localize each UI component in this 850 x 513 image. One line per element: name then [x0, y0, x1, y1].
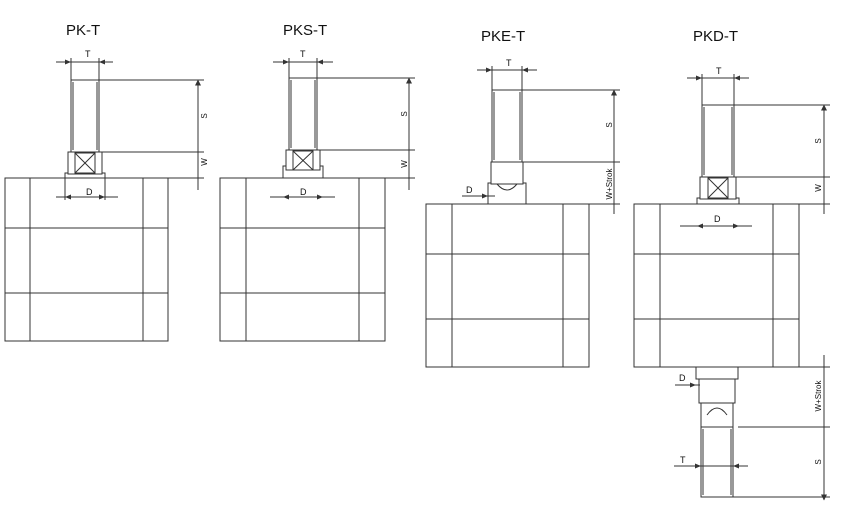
dim-t-lower-pkd-t: T — [680, 455, 686, 465]
title-pkd-t: PKD-T — [693, 28, 738, 45]
rod-top-pkd-t — [696, 104, 740, 205]
rod-pk-t — [64, 79, 106, 179]
dim-s-pkd-t: S — [814, 138, 823, 143]
dim-d-lower-pkd-t: D — [679, 373, 686, 383]
dim-w-strok-pkd-t: W+Strok — [814, 380, 823, 412]
dim-w-pks-t: W — [400, 160, 409, 168]
rod-bottom-pkd-t — [695, 366, 739, 498]
dim-t-pk-t: T — [85, 49, 91, 59]
dim-s-pke-t: S — [605, 122, 614, 127]
rod-pks-t — [282, 77, 324, 179]
dim-t-pkd-t: T — [716, 66, 722, 76]
dim-t-pks-t: T — [300, 49, 306, 59]
cylinder-body-pkd-t — [633, 203, 800, 368]
rod-pke-t — [487, 89, 527, 205]
dim-s-pks-t: S — [400, 111, 409, 116]
dim-w-strok-pke-t: W+Strok — [605, 168, 614, 200]
diagram-pkd-t — [633, 74, 830, 501]
dim-d-pks-t: D — [300, 187, 307, 197]
title-pk-t: PK-T — [66, 22, 101, 39]
cylinder-body-pk-t — [4, 177, 169, 342]
cylinder-body-pke-t — [425, 203, 590, 368]
dim-s-lower-pkd-t: S — [814, 459, 823, 464]
diagram-pk-t — [4, 58, 204, 342]
dim-w-pk-t: W — [200, 158, 209, 166]
dim-t-pke-t: T — [506, 58, 512, 68]
dim-d-pkd-t: D — [714, 214, 721, 224]
title-pks-t: PKS-T — [283, 22, 328, 39]
dimension-lines-pke-t — [462, 66, 620, 214]
dim-d-pk-t: D — [86, 187, 93, 197]
diagram-pks-t — [219, 58, 415, 342]
cylinder-body-pks-t — [219, 177, 386, 342]
arrowheads — [65, 59, 740, 469]
dim-s-pk-t: S — [200, 113, 209, 118]
diagram-pke-t — [425, 66, 620, 368]
dim-d-pke-t: D — [466, 185, 473, 195]
dim-w-pkd-t: W — [814, 184, 823, 192]
title-pke-t: PKE-T — [481, 28, 526, 45]
